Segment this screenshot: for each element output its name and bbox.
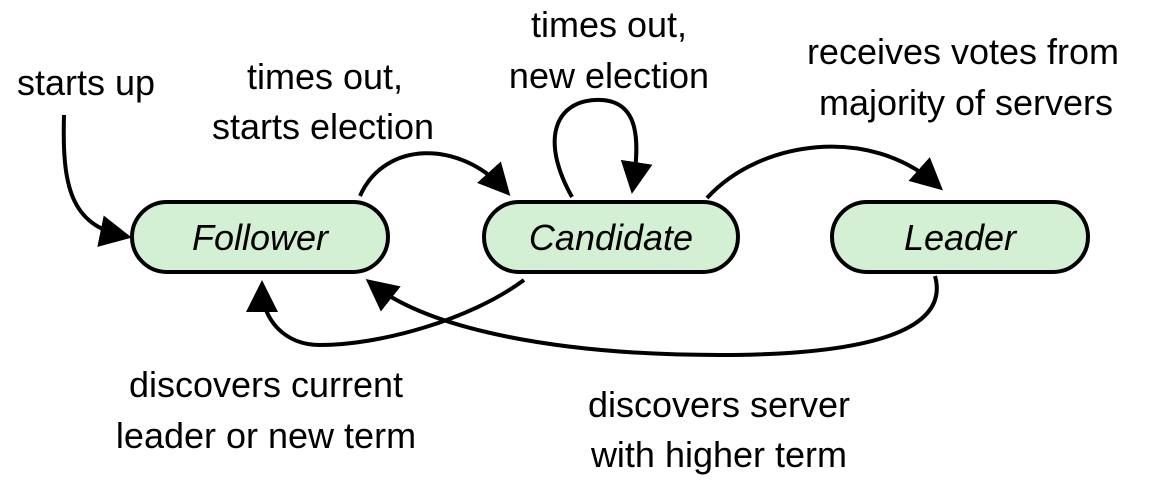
state-leader: Leader bbox=[830, 200, 1090, 274]
follower-node-shape bbox=[130, 200, 390, 274]
label-new-election-line2: new election bbox=[509, 55, 709, 96]
edge-candidate-self-loop bbox=[552, 97, 653, 198]
follower-label: Follower bbox=[192, 217, 330, 258]
candidate-label: Candidate bbox=[529, 217, 693, 258]
label-new-election-line1: times out, bbox=[531, 4, 687, 45]
label-start-election: times out, starts election bbox=[212, 56, 434, 147]
label-start-election-line2: starts election bbox=[212, 106, 434, 147]
label-discovers-higher-term: discovers server with higher term bbox=[588, 384, 850, 475]
label-receives-votes-line2: majority of servers bbox=[819, 82, 1113, 123]
label-discovers-leader-line1: discovers current bbox=[129, 364, 403, 405]
candidate-node-shape bbox=[482, 200, 740, 274]
label-discovers-leader-line2: leader or new term bbox=[116, 415, 416, 456]
label-start-election-line1: times out, bbox=[247, 56, 403, 97]
label-new-election: times out, new election bbox=[509, 4, 709, 96]
leader-label: Leader bbox=[904, 217, 1018, 258]
label-discovers-higher-term-line2: with higher term bbox=[590, 434, 847, 475]
leader-node-shape bbox=[830, 200, 1090, 274]
state-follower: Follower bbox=[130, 200, 390, 274]
state-candidate: Candidate bbox=[482, 200, 740, 274]
edge-candidate-to-leader bbox=[705, 144, 943, 200]
label-discovers-leader: discovers current leader or new term bbox=[116, 364, 416, 456]
edge-leader-to-follower bbox=[365, 275, 939, 358]
label-discovers-higher-term-line1: discovers server bbox=[588, 384, 850, 425]
label-starts-up: starts up bbox=[17, 62, 155, 103]
label-receives-votes-line1: receives votes from bbox=[807, 31, 1119, 72]
edge-starts-up bbox=[61, 114, 132, 247]
label-starts-up-line1: starts up bbox=[17, 62, 155, 103]
label-receives-votes: receives votes from majority of servers bbox=[807, 31, 1119, 123]
edge-candidate-to-follower bbox=[246, 278, 526, 348]
edge-follower-to-candidate bbox=[358, 151, 511, 197]
